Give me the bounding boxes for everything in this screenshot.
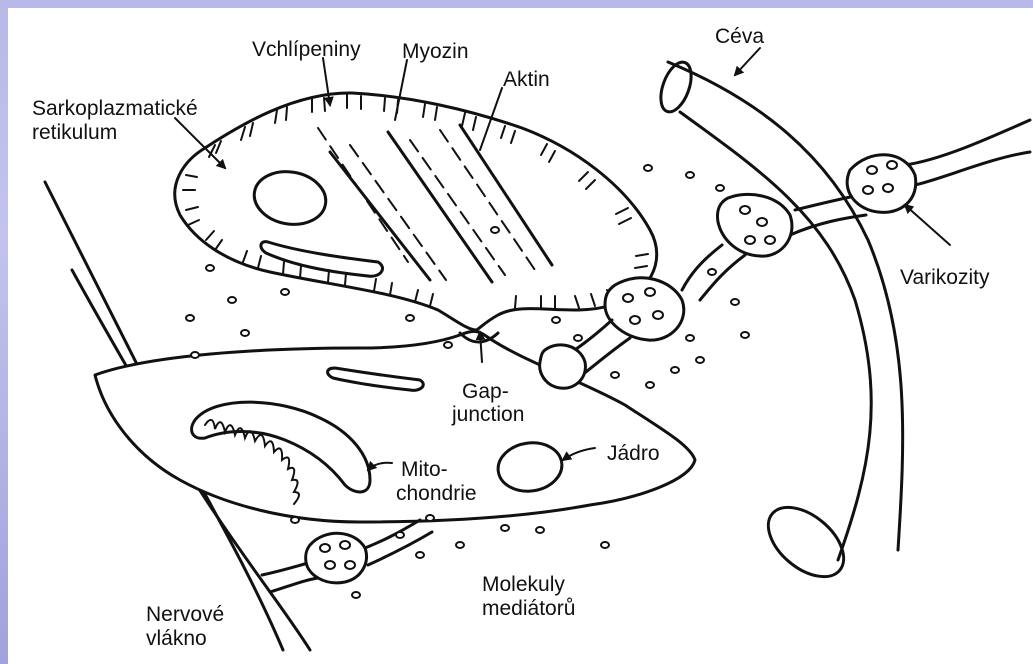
nerve-branch-bottom (262, 520, 432, 592)
label-vlakno: vlákno (146, 627, 207, 650)
label-varikozity: Varikozity (900, 266, 989, 289)
label-gap: Gap- (462, 380, 509, 403)
label-mito: Mito- (401, 458, 448, 481)
label-vchlipeniny: Vchlípeniny (252, 38, 361, 61)
label-retikulum: retikulum (32, 121, 117, 144)
blood-vessel (655, 58, 903, 590)
upper-muscle-cell (175, 93, 657, 330)
label-jadro: Jádro (607, 442, 660, 465)
lower-muscle-cell (95, 331, 695, 522)
label-aktin: Aktin (503, 68, 550, 91)
label-myozin: Myozin (402, 40, 469, 63)
label-junction: junction (452, 403, 524, 426)
label-molekuly: Molekuly (482, 573, 565, 596)
diagram-panel: Vchlípeniny Myozin Aktin Céva Sarkoplazm… (8, 8, 1033, 664)
label-ceva: Céva (715, 25, 764, 48)
label-mediatoru: mediátorů (482, 597, 575, 620)
label-chondrie: chondrie (396, 482, 477, 505)
label-nervove: Nervové (146, 603, 224, 626)
label-sarkoplazmaticke: Sarkoplazmatické (32, 97, 198, 120)
